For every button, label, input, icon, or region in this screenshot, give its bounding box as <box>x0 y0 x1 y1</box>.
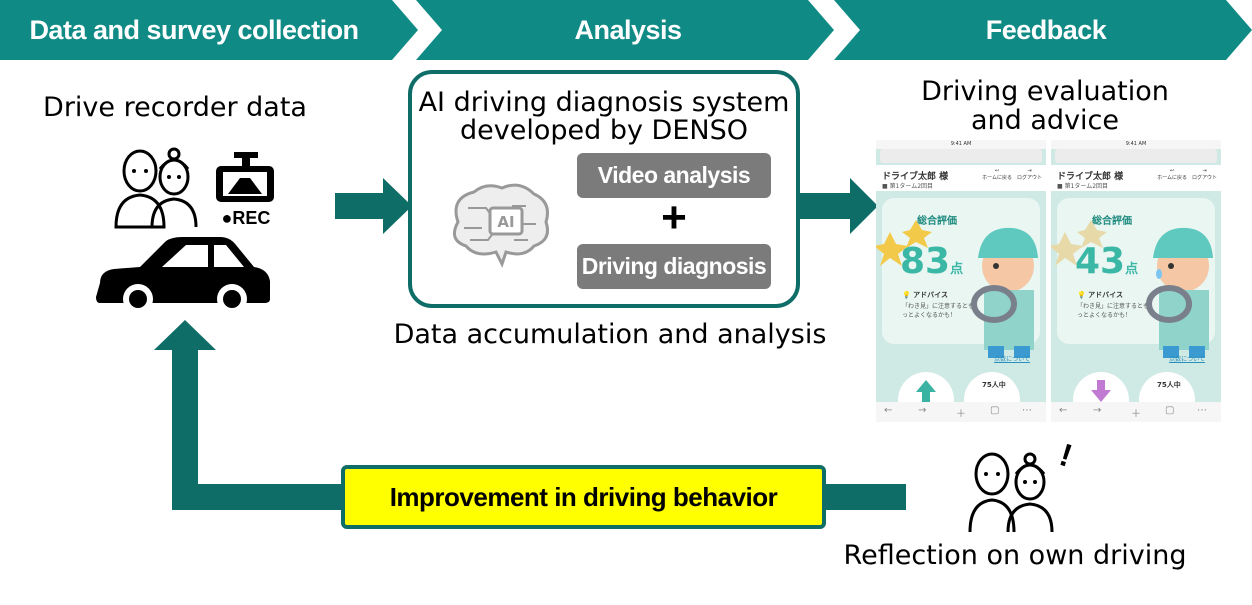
child-driver-illustration <box>876 220 1038 358</box>
step-feedback-header: Feedback <box>834 0 1252 60</box>
child-driver-illustration <box>1051 220 1213 358</box>
overall-eval-title: 総合評価 <box>917 216 957 227</box>
logout-button: ⇥ログアウト <box>1191 168 1217 181</box>
phone-header: ドライブ太郎 様 ■ 第1ターム2回目 ↩ホームに戻る ⇥ログアウト <box>1051 165 1221 191</box>
phone-screenshot-poor: 9:41 AM ドライブ太郎 様 ■ 第1ターム2回目 ↩ホームに戻る ⇥ログア… <box>1051 140 1221 422</box>
reflecting-couple-icon <box>968 452 1054 533</box>
phone-url-bar <box>880 149 1042 163</box>
reflection-label: Reflection on own driving <box>843 540 1187 571</box>
phone-screenshot-good: 9:41 AM ドライブ太郎 様 ■ 第1ターム2回目 ↩ホームに戻る ⇥ログア… <box>876 140 1046 422</box>
browser-bottom-bar: ←→ ＋▢⋯ <box>876 402 1046 422</box>
advice-text: 「わき見」に注意するともっとよくなるかも！ <box>1077 303 1150 319</box>
user-name: ドライブ太郎 様 <box>1057 172 1124 182</box>
arrow-analysis-to-feedback <box>800 178 878 234</box>
ai-brain-icon: AI <box>452 183 549 268</box>
drive-recorder-title: Drive recorder data <box>43 92 307 123</box>
improvement-label: Improvement in driving behavior <box>341 465 826 529</box>
score-value: 83点 <box>900 241 964 282</box>
overall-eval-title: 総合評価 <box>1092 216 1132 227</box>
advice-title: 💡 アドバイス <box>1077 291 1123 299</box>
logout-button: ⇥ログアウト <box>1016 168 1042 181</box>
rank-label: 75人中 <box>982 381 1006 389</box>
advice-title: 💡 アドバイス <box>902 291 948 299</box>
driving-diagnosis-box: Driving diagnosis <box>577 244 771 289</box>
phone-url-bar <box>1055 149 1217 163</box>
rec-label: ●REC <box>221 208 271 228</box>
feedback-title-line1: Driving evaluation <box>921 76 1169 107</box>
step-analysis-header: Analysis <box>416 0 834 60</box>
home-button: ↩ホームに戻る <box>982 168 1012 181</box>
ai-system-title-line2: developed by DENSO <box>460 115 748 146</box>
home-button: ↩ホームに戻る <box>1157 168 1187 181</box>
ai-system-title-line1: AI driving diagnosis system <box>418 87 790 118</box>
car-icon <box>96 237 270 314</box>
arrow-collection-to-analysis <box>335 178 412 234</box>
score-info-link: 点数について <box>994 356 1030 363</box>
drive-recorder-icon <box>216 152 274 202</box>
score-info-link: 点数について <box>1169 356 1205 363</box>
step-collection-header: Data and survey collection <box>0 0 418 60</box>
browser-bottom-bar: ←→ ＋▢⋯ <box>1051 402 1221 422</box>
user-name: ドライブ太郎 様 <box>882 172 949 182</box>
advice-text: 「わき見」に注意するともっとよくなるかも！ <box>902 303 975 319</box>
term-label: ■ 第1ターム2回目 <box>882 183 934 190</box>
phone-status-time: 9:41 AM <box>1051 140 1221 149</box>
term-label: ■ 第1ターム2回目 <box>1057 183 1109 190</box>
plus-sign: + <box>661 193 687 242</box>
phone-header: ドライブ太郎 様 ■ 第1ターム2回目 ↩ホームに戻る ⇥ログアウト <box>876 165 1046 191</box>
feedback-title-line2: and advice <box>971 105 1119 136</box>
elderly-couple-icon <box>114 147 198 229</box>
rank-label: 75人中 <box>1157 381 1181 389</box>
analysis-caption: Data accumulation and analysis <box>393 319 827 350</box>
ai-chip-label: AI <box>497 213 514 231</box>
phone-status-time: 9:41 AM <box>876 140 1046 149</box>
video-analysis-box: Video analysis <box>577 153 771 198</box>
arrow-feedback-loop <box>154 320 906 510</box>
score-value: 43点 <box>1075 241 1139 282</box>
